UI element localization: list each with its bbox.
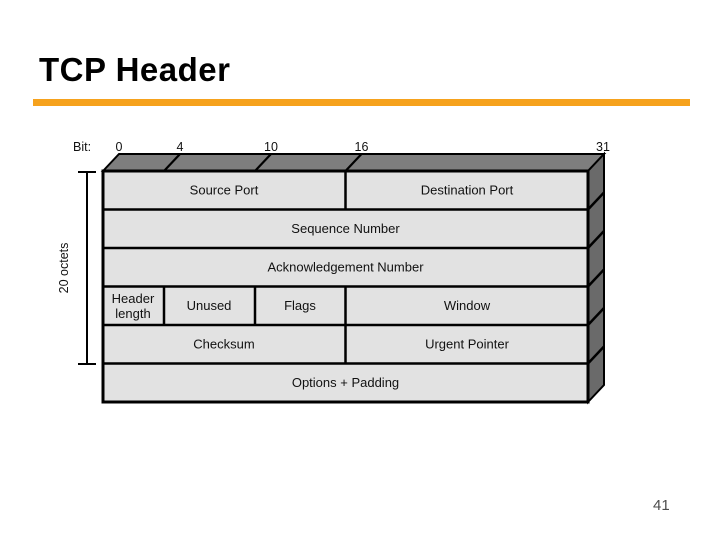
bit-tick-label: 0 [116, 140, 123, 154]
bit-tick-label: 31 [596, 140, 610, 154]
cell-label-urgent-pointer: Urgent Pointer [425, 337, 509, 352]
side-slant [587, 268, 605, 288]
bit-tick-label: 4 [177, 140, 184, 154]
side-slant [587, 191, 605, 211]
side-slant [587, 230, 605, 249]
octets-bracket [78, 171, 96, 365]
cell-label-acknowledgement-number: Acknowledgement Number [267, 260, 424, 275]
page-number: 41 [653, 497, 670, 514]
cell-label-header-length-line2: length [115, 306, 150, 321]
page-title: TCP Header [39, 51, 231, 88]
bit-tick [163, 153, 181, 172]
bit-axis-label: Bit: [73, 140, 91, 154]
cell-label-sequence-number: Sequence Number [291, 221, 400, 236]
side-slant [587, 307, 605, 326]
cell-label-source-port: Source Port [190, 183, 259, 198]
cell-label-checksum: Checksum [193, 337, 254, 352]
side-slant [587, 345, 605, 365]
cell-label-unused: Unused [187, 298, 232, 313]
cell-label-destination-port: Destination Port [421, 183, 514, 198]
bit-tick-label: 10 [264, 140, 278, 154]
octets-label: 20 octets [57, 243, 71, 294]
cell-label-flags: Flags [284, 298, 316, 313]
cell-label-header-length-line1: Header [112, 291, 155, 306]
bit-tick-label: 16 [355, 140, 369, 154]
bit-tick [254, 153, 272, 172]
tcp-header-diagram: Bit: 0 4 10 16 31 20 octets Source Port … [57, 140, 610, 405]
cell-label-options-padding: Options + Padding [292, 375, 399, 390]
title-underline [33, 99, 690, 106]
bit-tick [344, 153, 363, 172]
cell-label-window: Window [444, 298, 491, 313]
